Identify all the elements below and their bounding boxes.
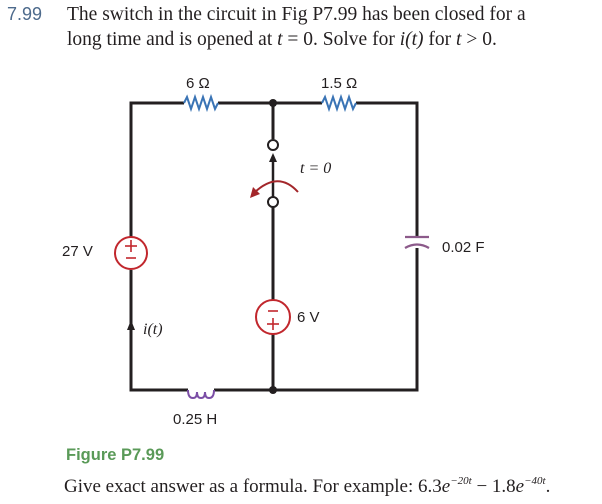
- text-fragment: for: [423, 29, 457, 50]
- switch-label: t = 0: [300, 160, 331, 177]
- problem-line-2: long time and is opened at t = 0. Solve …: [67, 27, 597, 52]
- current-arrow-icon: [127, 320, 135, 330]
- circuit-diagram: 6 Ω 1.5 Ω t = 0 27 V 6 V 0.02 F 0.25 H i…: [62, 75, 485, 428]
- minus-sign: −: [471, 476, 492, 497]
- problem-number: 7.99: [7, 4, 43, 24]
- resistor-1p5ohm-icon: [321, 93, 357, 113]
- term2-coefficient: 1.8: [491, 476, 516, 497]
- inductor-label: 0.25 H: [173, 411, 217, 428]
- junction-top: [269, 99, 277, 107]
- text-fragment: > 0.: [461, 29, 497, 50]
- problem-text: The switch in the circuit in Fig P7.99 h…: [67, 2, 597, 52]
- capacitor-label: 0.02 F: [442, 239, 485, 256]
- text-fragment: long time and is opened at: [67, 29, 278, 50]
- term1-base: e: [441, 476, 451, 497]
- variable-i-of-t: i(t): [399, 29, 424, 50]
- problem-line-1: The switch in the circuit in Fig P7.99 h…: [67, 4, 526, 25]
- voltage-source-6v-icon: [255, 299, 291, 335]
- capacitor-icon: [404, 235, 430, 249]
- instruction-text: Give exact answer as a formula. For exam…: [64, 476, 419, 497]
- term1-coefficient: 6.3: [418, 476, 442, 497]
- figure-caption: Figure P7.99: [66, 446, 165, 464]
- junction-bottom: [269, 386, 277, 394]
- inductor-icon: [187, 389, 215, 400]
- current-label: i(t): [143, 321, 163, 338]
- variable-t: t: [456, 29, 462, 50]
- variable-t: t: [277, 29, 283, 50]
- source-27v-label: 27 V: [62, 243, 93, 260]
- term2-base: e: [515, 476, 525, 497]
- term1-exponent: −20t: [450, 475, 472, 487]
- period: .: [545, 476, 551, 497]
- resistor-6ohm-label: 6 Ω: [186, 75, 210, 92]
- text-fragment: = 0. Solve for: [282, 29, 400, 50]
- resistor-6ohm-icon: [183, 93, 219, 113]
- resistor-1p5ohm-label: 1.5 Ω: [321, 75, 357, 92]
- switch-icon: [250, 139, 299, 208]
- answer-instructions: Give exact answer as a formula. For exam…: [64, 476, 550, 498]
- source-6v-label: 6 V: [297, 309, 320, 326]
- term2-exponent: −40t: [524, 475, 546, 487]
- voltage-source-27v-icon: [114, 236, 148, 270]
